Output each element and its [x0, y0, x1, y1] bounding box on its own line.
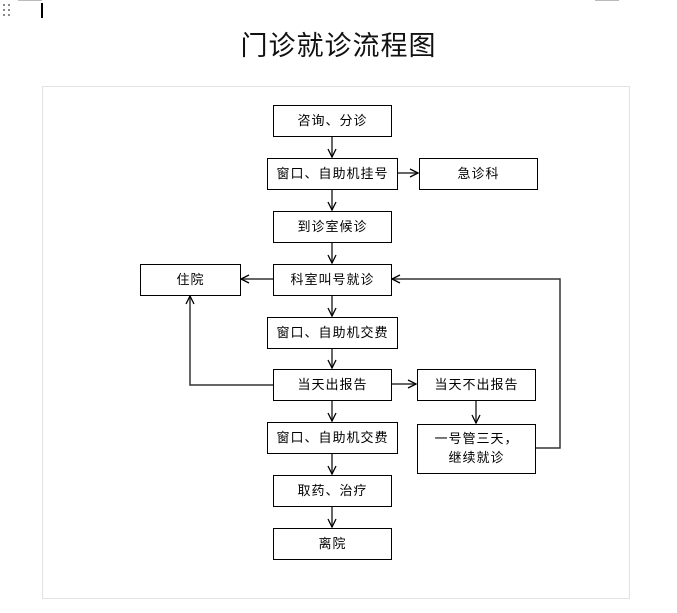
node-consult: 咨询、分诊 [273, 105, 392, 137]
node-label-line2: 继续就诊 [448, 451, 505, 466]
edge-threedays-call [392, 279, 561, 449]
node-wait: 到诊室候诊 [273, 211, 392, 243]
node-label: 当天不出报告 [434, 377, 519, 393]
node-label: 急诊科 [457, 166, 500, 182]
node-label: 科室叫号就诊 [290, 272, 375, 288]
node-medicine: 取药、治疗 [273, 475, 392, 507]
node-label: 窗口、自助机交费 [276, 430, 389, 446]
node-pay2: 窗口、自助机交费 [267, 422, 398, 454]
edge-report-hospitalize [190, 296, 273, 386]
node-label: 当天出报告 [297, 377, 368, 393]
node-label: 咨询、分诊 [297, 113, 368, 129]
node-label: 取药、治疗 [297, 483, 368, 499]
node-label: 到诊室候诊 [297, 219, 368, 235]
node-report-same-day: 当天出报告 [273, 369, 392, 401]
node-one-number-three-days: 一号管三天， 继续就诊 [417, 424, 536, 474]
node-call: 科室叫号就诊 [273, 264, 392, 296]
node-label: 窗口、自助机交费 [276, 325, 389, 341]
node-emergency: 急诊科 [419, 158, 538, 190]
node-hospitalize: 住院 [140, 264, 241, 296]
margin-marker-left [18, 0, 42, 1]
node-pay1: 窗口、自助机交费 [267, 317, 398, 349]
node-register: 窗口、自助机挂号 [267, 158, 398, 190]
flowchart-frame [42, 86, 630, 599]
node-leave: 离院 [273, 528, 392, 560]
node-label: 离院 [318, 536, 347, 552]
page-title: 门诊就诊流程图 [240, 31, 437, 62]
node-report-not-same-day: 当天不出报告 [417, 369, 536, 401]
node-label-line1: 一号管三天， [434, 432, 519, 447]
node-label: 窗口、自助机挂号 [276, 166, 389, 182]
margin-marker-right [595, 0, 619, 1]
node-label: 住院 [176, 272, 205, 288]
drag-handle-icon[interactable] [3, 4, 11, 18]
text-cursor [41, 3, 43, 18]
